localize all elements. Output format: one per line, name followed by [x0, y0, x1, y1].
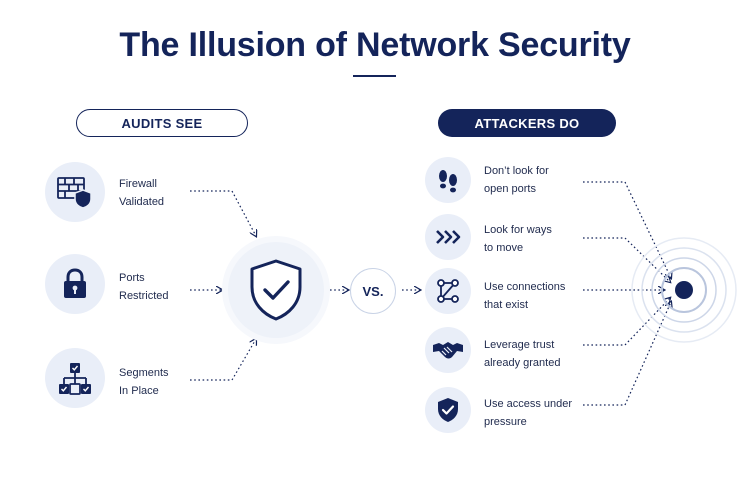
connector-attack-5	[583, 302, 671, 406]
padlock-icon	[64, 268, 86, 298]
shield-check-icon	[250, 259, 302, 321]
vs-label: VS.	[362, 283, 384, 299]
network-segments-icon	[59, 363, 91, 395]
vs-badge: VS.	[350, 268, 396, 314]
handshake-icon	[433, 342, 463, 359]
connector-attack-4	[583, 298, 670, 346]
connector-firewall	[190, 190, 256, 236]
shield-check-small-icon	[438, 398, 458, 422]
title-underline	[353, 75, 396, 77]
segments-circle	[45, 348, 105, 408]
attack-circle-3	[425, 268, 471, 314]
page-title: The Illusion of Network Security	[119, 26, 631, 64]
connector-attack-2	[583, 237, 670, 282]
connector-segments	[190, 339, 256, 381]
attack-circle-4	[425, 327, 471, 373]
ports-circle	[45, 254, 105, 314]
firewall-shield-icon	[57, 177, 92, 209]
connector-attack-1	[583, 181, 671, 278]
attackers-header: ATTACKERS DO	[438, 109, 616, 137]
connected-nodes-icon	[437, 279, 459, 303]
target-rings	[631, 237, 737, 343]
attack-circle-1	[425, 157, 471, 203]
target-icon	[675, 281, 693, 299]
audits-header: AUDITS SEE	[76, 109, 248, 137]
footprints-icon	[439, 170, 457, 193]
attack-circle-2	[425, 214, 471, 260]
firewall-circle	[45, 162, 105, 222]
attack-circle-5	[425, 387, 471, 433]
chevrons-right-icon	[436, 230, 461, 244]
center-shield-circle	[228, 242, 324, 338]
